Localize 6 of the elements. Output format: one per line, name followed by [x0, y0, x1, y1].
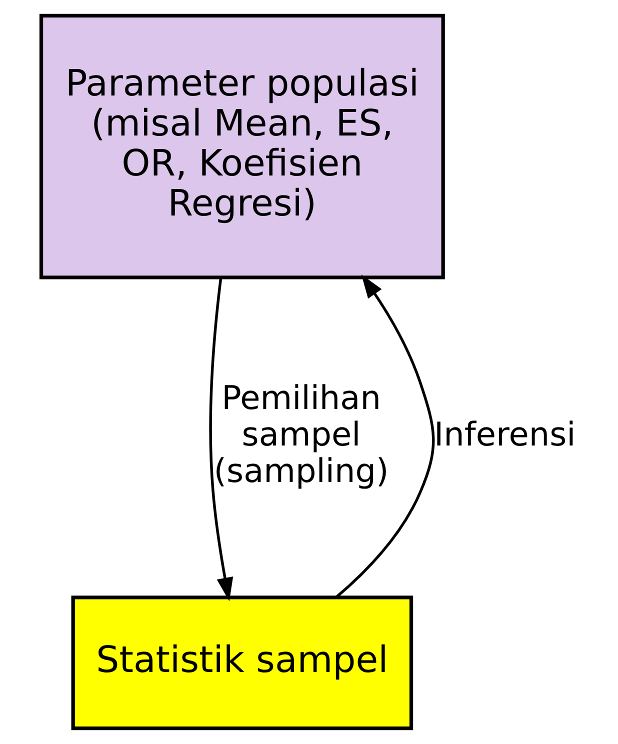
- node-box: Statistik sampel: [71, 596, 414, 730]
- edge-label: Inferensi: [434, 415, 576, 454]
- arrow: [209, 278, 234, 602]
- edge-label: Pemilihan sampel (sampling): [214, 379, 389, 490]
- node-box: Parameter populasi (misal Mean, ES, OR, Koefisien Regresi): [39, 14, 445, 280]
- arrow: [335, 274, 435, 598]
